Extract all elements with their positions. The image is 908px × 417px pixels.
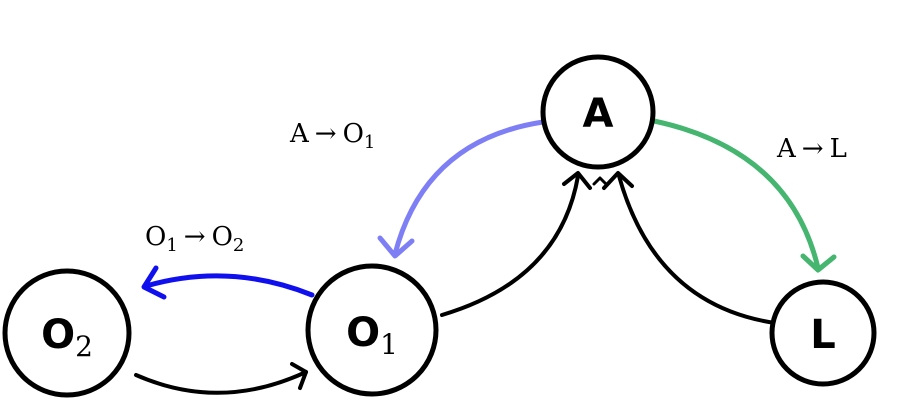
edge-o2-to-o1-arrowhead bbox=[290, 362, 308, 390]
label-o1-to-o2-to-sub: 2 bbox=[233, 235, 244, 256]
edge-o1-to-a bbox=[440, 174, 580, 317]
node-a-circle bbox=[540, 54, 656, 170]
edge-a-to-o1-arrowhead bbox=[377, 235, 415, 259]
node-o2-label: O2 bbox=[41, 312, 93, 363]
edge-o1-to-o2-arrowhead bbox=[141, 265, 167, 300]
edge-o2-to-o1 bbox=[134, 370, 308, 395]
label-o1-to-o2-arrow: → bbox=[184, 222, 206, 252]
edge-a-to-o1 bbox=[392, 119, 546, 257]
edge-junction-mark bbox=[592, 176, 608, 186]
node-a-label: A bbox=[583, 91, 614, 137]
label-a-to-o1-arrow: → bbox=[315, 119, 337, 149]
node-l-circle bbox=[769, 279, 877, 387]
label-a-to-o1-to-sub: 1 bbox=[364, 132, 375, 153]
edge-o1-to-o2 bbox=[143, 273, 315, 298]
label-a-to-o1-to: O bbox=[343, 119, 364, 149]
node-o1-circle bbox=[305, 263, 439, 397]
node-a: A bbox=[540, 54, 656, 170]
edge-a-to-l-arrowhead bbox=[800, 253, 837, 273]
label-a-to-o1-from: A bbox=[289, 119, 310, 149]
edge-a-to-l bbox=[651, 118, 821, 271]
label-o1-to-o2-from-sub: 1 bbox=[166, 235, 177, 256]
label-o1-to-o2-to: O bbox=[212, 222, 233, 252]
edge-l-to-a bbox=[617, 174, 777, 325]
label-o1-to-o2: O1→O2 bbox=[145, 222, 244, 256]
node-o1: O1 bbox=[305, 263, 439, 397]
node-l: L bbox=[769, 279, 877, 387]
label-a-to-o1: A→O1 bbox=[289, 119, 375, 153]
label-a-to-l: A→L bbox=[776, 134, 847, 164]
node-o2: O2 bbox=[2, 268, 132, 398]
node-l-label: L bbox=[810, 312, 836, 358]
node-o1-main: O bbox=[346, 310, 380, 356]
label-o1-to-o2-from: O bbox=[145, 222, 166, 252]
label-a-to-l-arrow: → bbox=[802, 134, 824, 164]
node-o2-circle bbox=[2, 268, 132, 398]
node-o2-main: O bbox=[41, 312, 75, 358]
label-a-to-l-to: L bbox=[830, 134, 847, 164]
node-o1-sub: 1 bbox=[380, 328, 398, 361]
edge-o1-to-a-arrowhead bbox=[562, 171, 592, 190]
label-a-to-l-from: A bbox=[776, 134, 797, 164]
node-o2-sub: 2 bbox=[75, 330, 93, 363]
node-o1-label: O1 bbox=[346, 310, 398, 361]
edge-l-to-a-arrowhead bbox=[602, 171, 634, 190]
